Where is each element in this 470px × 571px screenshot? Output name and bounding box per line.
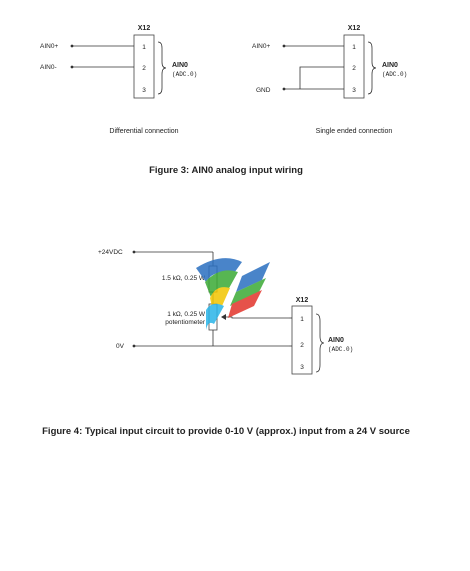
logo-stroke-blue xyxy=(196,258,242,282)
brace xyxy=(315,313,325,373)
logo-flag-blue xyxy=(236,262,270,292)
logo-flag-green xyxy=(230,278,266,306)
connector-block xyxy=(133,34,155,99)
connector-header: X12 xyxy=(138,25,151,32)
caption-single-ended: Single ended connection xyxy=(316,128,393,135)
ain0-label: AIN0 xyxy=(328,337,344,344)
connector-block xyxy=(343,34,365,99)
adc-label: (ADC.0) xyxy=(328,346,353,353)
figure4-title: Figure 4: Typical input circuit to provi… xyxy=(42,426,410,437)
pot-label-2: potentiometer xyxy=(165,319,206,326)
signal-label-gnd: GND xyxy=(256,87,271,94)
pin-label: 2 xyxy=(352,65,356,72)
ain0-label: AIN0 xyxy=(382,62,398,69)
signal-label-ain0-minus: AIN0- xyxy=(40,64,57,71)
signal-label-ain0-plus: AIN0+ xyxy=(252,43,270,50)
caption-differential: Differential connection xyxy=(109,128,178,135)
pin-label: 1 xyxy=(352,44,356,51)
pin-label: 3 xyxy=(352,87,356,94)
pin-label: 1 xyxy=(142,44,146,51)
ain0-label: AIN0 xyxy=(172,62,188,69)
connector-block xyxy=(291,305,313,375)
wiper-arrow xyxy=(221,314,226,320)
connector-header: X12 xyxy=(348,25,361,32)
pin-label: 1 xyxy=(300,316,304,323)
adc-label: (ADC.0) xyxy=(172,71,197,78)
ground-label: 0V xyxy=(116,343,125,350)
adc-label: (ADC.0) xyxy=(382,71,407,78)
wiper-wire xyxy=(226,316,289,319)
pin-label: 2 xyxy=(300,342,304,349)
pin-label: 3 xyxy=(142,87,146,94)
logo-flag-red xyxy=(228,290,262,318)
jumper-wire xyxy=(299,66,344,89)
brace xyxy=(367,41,377,95)
pin-label: 3 xyxy=(300,364,304,371)
connector-header: X12 xyxy=(296,297,309,304)
logo-stroke-cyan xyxy=(206,303,224,330)
fig3-single-ended: X12 1 2 3 AIN0+ GND AIN0 (ADC.0) Single … xyxy=(252,25,407,135)
pot-label-1: 1 kΩ, 0.25 W xyxy=(167,311,206,318)
resistor-label: 1.5 kΩ, 0.25 W xyxy=(162,275,206,282)
brace xyxy=(157,41,167,95)
figure3-title: Figure 3: AIN0 analog input wiring xyxy=(149,165,303,176)
pin-label: 2 xyxy=(142,65,146,72)
watermark-logo xyxy=(196,258,270,330)
signal-label-ain0-plus: AIN0+ xyxy=(40,43,58,50)
fig3-differential: X12 1 2 3 AIN0+ AIN0- AIN0 (ADC.0) Diffe… xyxy=(40,25,197,135)
supply-label: +24VDC xyxy=(98,249,123,256)
